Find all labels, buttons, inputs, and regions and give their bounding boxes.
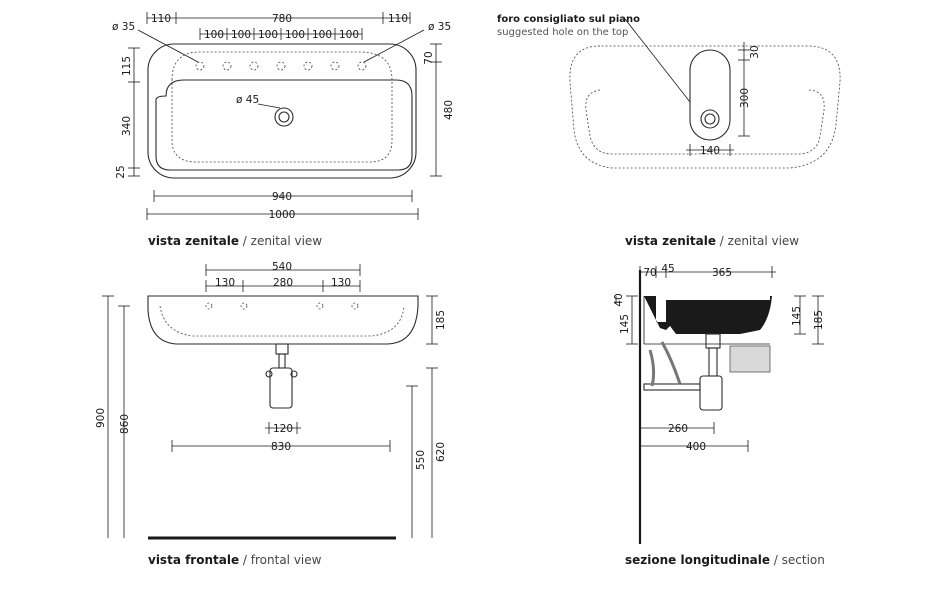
- tap-hole-inner: [704, 113, 716, 125]
- caption-top-view: vista zenitale / zenital view: [148, 234, 322, 248]
- dim-section-145-right: 145: [791, 306, 803, 326]
- dim-540: 540: [272, 261, 292, 273]
- dim-70: 70: [423, 51, 435, 64]
- note-leader: [624, 18, 691, 103]
- dim-hole-spacing-6: 100: [339, 29, 359, 41]
- dim-section-45: 45: [661, 263, 674, 275]
- basin-front-dashed: [159, 305, 405, 337]
- dim-130-right: 130: [331, 277, 351, 289]
- dim-hole-spacing-2: 100: [231, 29, 251, 41]
- dim-140: 140: [700, 145, 720, 157]
- dim-30: 30: [749, 45, 761, 58]
- caption-top-view-right-it: vista zenitale: [625, 234, 716, 248]
- dim-780: 780: [272, 13, 292, 25]
- caption-front-view-en: frontal view: [250, 553, 322, 567]
- dim-d45: ø 45: [236, 94, 259, 106]
- dim-hole-spacing-3: 100: [258, 29, 278, 41]
- dim-830: 830: [271, 441, 291, 453]
- section-view-drawing: 70 45 365 40 145 145 185 260 400: [613, 263, 825, 544]
- dim-110-left: 110: [151, 13, 171, 25]
- dim-section-70: 70: [643, 267, 656, 279]
- caption-top-view-right-en: zenital view: [727, 234, 800, 248]
- dim-110-right: 110: [388, 13, 408, 25]
- dim-620: 620: [435, 442, 447, 462]
- caption-separator: /: [238, 234, 251, 248]
- dim-section-145-left: 145: [619, 314, 631, 334]
- dim-550: 550: [415, 450, 427, 470]
- tap-hole-outer: [700, 109, 720, 129]
- basin-bowl: [155, 79, 413, 171]
- basin-outline: [147, 43, 417, 179]
- caption-separator: /: [769, 553, 782, 567]
- basin-inner-dashed: [585, 89, 825, 155]
- dim-340: 340: [121, 116, 133, 136]
- top-view-drawing: 110 780 110 100 100 100 100 100 100 ø 35…: [112, 12, 455, 221]
- dim-section-260: 260: [668, 423, 688, 435]
- section-siphon: [643, 333, 723, 411]
- caption-separator: /: [239, 553, 251, 567]
- caption-front-view: vista frontale / frontal view: [148, 553, 321, 567]
- top-view-right-drawing: foro consigliato sul piano suggested hol…: [497, 14, 841, 169]
- suggested-hole: [689, 49, 731, 141]
- drain-inner: [278, 111, 290, 123]
- siphon: [265, 343, 298, 409]
- dim-hole-spacing-4: 100: [285, 29, 305, 41]
- caption-top-view-en: zenital view: [250, 234, 323, 248]
- drain-outer: [274, 107, 294, 127]
- suggested-hole-note-it: foro consigliato sul piano: [497, 14, 640, 25]
- caption-separator: /: [715, 234, 728, 248]
- caption-section-view-en: section: [781, 553, 825, 567]
- dim-480: 480: [443, 100, 455, 120]
- dim-25: 25: [115, 165, 127, 178]
- dim-280: 280: [273, 277, 293, 289]
- basin-front-outline: [147, 295, 419, 345]
- dim-hole-spacing-1: 100: [204, 29, 224, 41]
- dim-section-40: 40: [613, 293, 625, 306]
- dim-900: 900: [95, 408, 107, 428]
- caption-top-view-it: vista zenitale: [148, 234, 239, 248]
- caption-top-view-right: vista zenitale / zenital view: [625, 234, 799, 248]
- dim-section-365: 365: [712, 267, 732, 279]
- caption-section-view: sezione longitudinale / section: [625, 553, 825, 567]
- cabinet-block: [729, 345, 771, 373]
- dim-d35-left: ø 35: [112, 21, 135, 33]
- dim-section-185: 185: [813, 310, 825, 330]
- caption-section-view-it: sezione longitudinale: [625, 553, 770, 567]
- dim-section-400: 400: [686, 441, 706, 453]
- dim-130-left: 130: [215, 277, 235, 289]
- front-view-drawing: 540 130 280 130 185 120 830 900 860 550 …: [95, 261, 447, 540]
- caption-front-view-it: vista frontale: [148, 553, 240, 567]
- basin-section: [644, 296, 772, 334]
- dim-115: 115: [121, 56, 133, 76]
- dim-1000: 1000: [269, 209, 296, 221]
- dim-120: 120: [273, 423, 293, 435]
- basin-inner-dashed: [171, 51, 393, 163]
- dim-d35-right: ø 35: [428, 21, 451, 33]
- dim-940: 940: [272, 191, 292, 203]
- dim-860: 860: [119, 414, 131, 434]
- tap-holes: [195, 61, 367, 71]
- suggested-hole-note-en: suggested hole on the top: [497, 27, 628, 38]
- dim-hole-spacing-5: 100: [312, 29, 332, 41]
- dim-185: 185: [435, 310, 447, 330]
- dim-300: 300: [739, 88, 751, 108]
